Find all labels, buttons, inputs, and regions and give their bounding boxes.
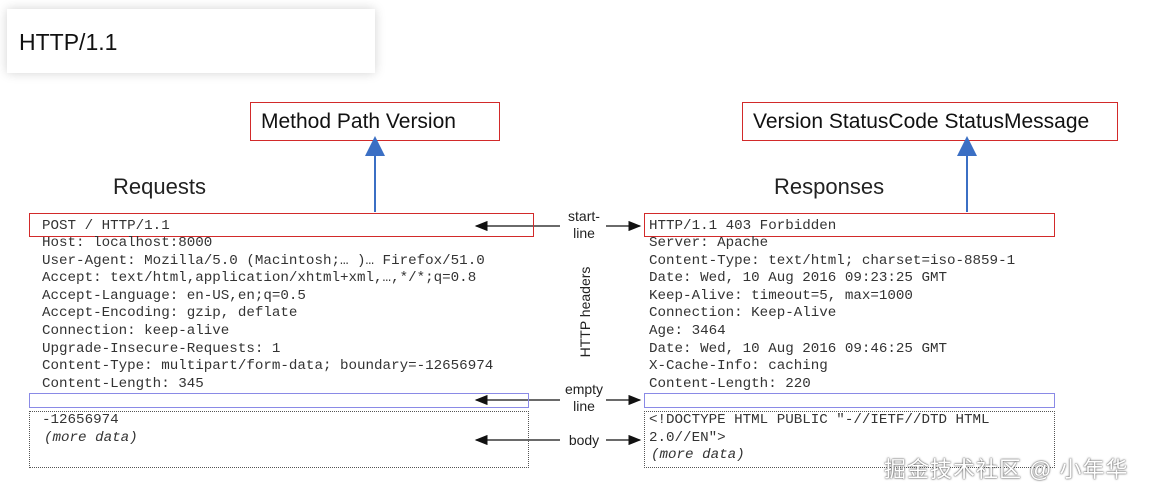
request-body: -12656974 (more data) <box>42 412 138 447</box>
request-header-line: Upgrade-Insecure-Requests: 1 <box>42 340 281 357</box>
requests-heading: Requests <box>113 174 206 199</box>
response-body-box <box>644 411 1055 468</box>
response-header-line: Content-Type: text/html; charset=iso-885… <box>649 252 1016 269</box>
response-format-label: Version StatusCode StatusMessage <box>753 110 1090 133</box>
request-body-line: -12656974 <box>42 412 119 428</box>
start-line-label: start- line <box>562 208 606 242</box>
response-header-line: Content-Length: 220 <box>649 375 811 392</box>
response-header-line: Date: Wed, 10 Aug 2016 09:23:25 GMT <box>649 270 947 287</box>
response-body: <!DOCTYPE HTML PUBLIC "-//IETF//DTD HTML… <box>649 412 990 465</box>
response-body-line: <!DOCTYPE HTML PUBLIC "-//IETF//DTD HTML <box>649 412 990 428</box>
response-header-line: Connection: Keep-Alive <box>649 305 837 322</box>
response-body-more: (more data) <box>651 447 745 464</box>
response-header-line: Date: Wed, 10 Aug 2016 09:46:25 GMT <box>649 340 947 357</box>
request-header-line: Accept: text/html,application/xhtml+xml,… <box>42 270 477 287</box>
request-body-more: (more data) <box>44 429 138 446</box>
http-headers-label: HTTP headers <box>577 266 593 358</box>
response-header-line: X-Cache-Info: caching <box>649 358 828 375</box>
page-title: HTTP/1.1 <box>19 29 118 55</box>
start-line-label-part: line <box>573 225 595 241</box>
request-header-line: Host: localhost:8000 <box>42 235 213 251</box>
request-headers: Host: localhost:8000 User-Agent: Mozilla… <box>42 235 493 393</box>
title-card <box>7 9 375 73</box>
body-label: body <box>568 432 600 448</box>
response-header-line: Age: 3464 <box>649 322 726 339</box>
response-headers: Server: Apache Content-Type: text/html; … <box>649 235 1015 393</box>
request-header-line: Content-Type: multipart/form-data; bound… <box>42 358 494 375</box>
empty-line-label-part: empty <box>564 381 604 397</box>
empty-line-label-part: line <box>573 398 595 414</box>
response-format-box: Version StatusCode StatusMessage <box>742 102 1118 141</box>
start-line-label-part: start- <box>568 208 600 224</box>
request-body-box <box>29 411 529 468</box>
response-header-line: Server: Apache <box>649 235 769 251</box>
request-header-line: Accept-Encoding: gzip, deflate <box>42 305 298 322</box>
response-start-line-box <box>644 213 1055 237</box>
request-format-label: Method Path Version <box>261 110 456 133</box>
response-empty-line-box <box>644 393 1055 408</box>
request-header-line: Content-Length: 345 <box>42 375 204 392</box>
response-start-line: HTTP/1.1 403 Forbidden <box>649 218 837 234</box>
request-start-line-box <box>29 213 534 237</box>
response-header-line: Keep-Alive: timeout=5, max=1000 <box>649 287 913 304</box>
responses-heading: Responses <box>774 174 885 199</box>
request-header-line: User-Agent: Mozilla/5.0 (Macintosh;… )… … <box>42 252 485 269</box>
request-header-line: Connection: keep-alive <box>42 322 230 339</box>
request-header-line: Accept-Language: en-US,en;q=0.5 <box>42 287 306 304</box>
request-empty-line-box <box>29 393 529 408</box>
empty-line-label: empty line <box>560 381 608 415</box>
watermark: 掘金技术社区 @ 小年华 <box>884 457 1129 482</box>
request-start-line: POST / HTTP/1.1 <box>42 218 170 234</box>
response-body-line: 2.0//EN"> <box>649 429 726 446</box>
